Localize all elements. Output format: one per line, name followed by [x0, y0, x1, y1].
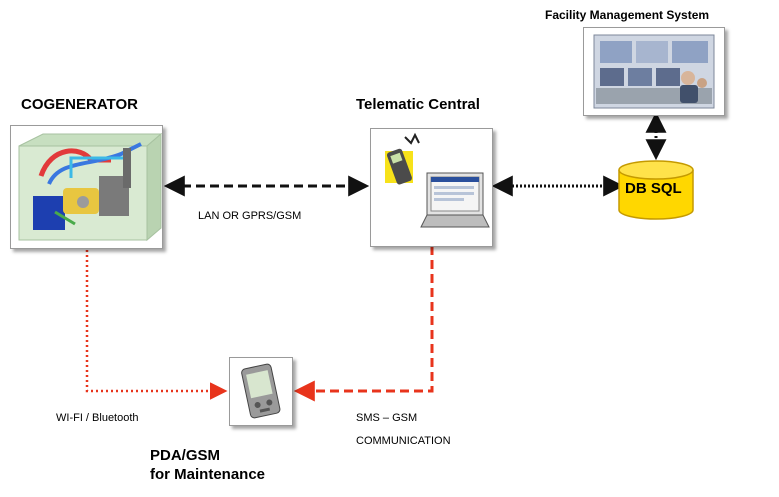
- communication-label: COMMUNICATION: [356, 435, 451, 447]
- db-sql-cylinder: [618, 160, 694, 220]
- facility-box: [583, 27, 725, 116]
- pda-title-line1: PDA/GSM: [150, 447, 221, 464]
- pda-title-line2: for Maintenance: [150, 466, 266, 483]
- db-sql-label: DB SQL: [625, 180, 682, 197]
- cogenerator-title: COGENERATOR: [21, 96, 138, 113]
- cogenerator-image: [18, 132, 163, 242]
- link-sms: [293, 246, 434, 402]
- sms-label: SMS – GSM: [356, 412, 418, 424]
- wifi-label: WI-FI / Bluetooth: [56, 412, 139, 424]
- link-wifi: [85, 250, 228, 400]
- facility-title: Facility Management System: [545, 8, 710, 22]
- telematic-image: [385, 132, 490, 228]
- pda-image: [241, 363, 281, 419]
- cogenerator-box: [10, 125, 163, 249]
- telematic-box: [370, 128, 493, 247]
- control-room-photo: [593, 34, 715, 109]
- pda-box: [229, 357, 293, 426]
- telematic-title: Telematic Central: [356, 96, 480, 113]
- lan-label: LAN OR GPRS/GSM: [198, 210, 302, 222]
